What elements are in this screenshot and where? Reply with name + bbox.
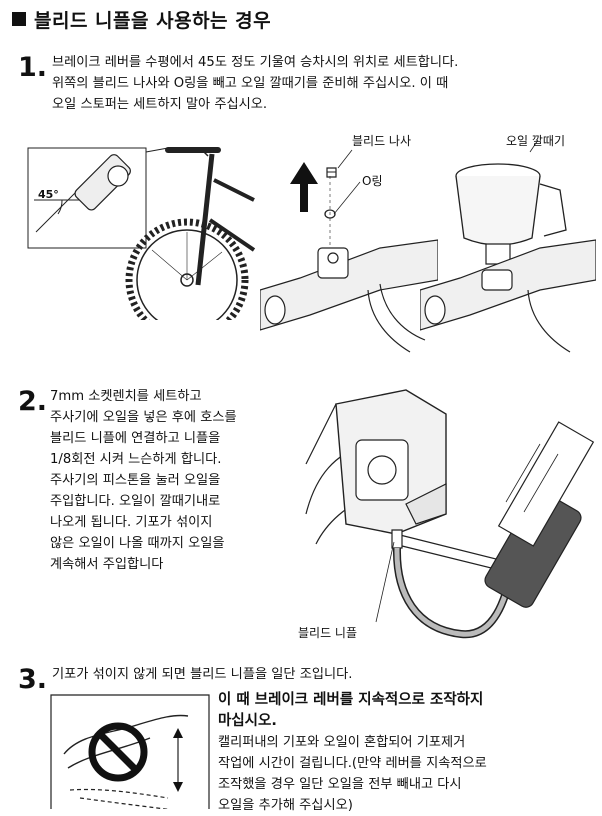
- step1-number: 1.: [18, 52, 48, 83]
- page-title-text: 블리드 니플을 사용하는 경우: [34, 10, 272, 32]
- step2-line: 주입합니다. 오일이 깔때기내로: [50, 494, 221, 509]
- oring-callout: O링: [362, 174, 383, 188]
- angle-label: 45°: [38, 188, 59, 201]
- step3-text: 기포가 섞이지 않게 되면 블리드 니플을 일단 조입니다.: [52, 664, 352, 685]
- detail-line: 조작했을 경우 일단 오일을 전부 빼내고 다시: [218, 777, 462, 792]
- warning-line: 마십시오.: [218, 713, 277, 729]
- step2-text: 7mm 소켓렌치를 세트하고 주사기에 오일을 넣은 후에 호스를 블리드 니플…: [50, 386, 237, 575]
- detail-line: 작업에 시간이 걸립니다.(만약 레버를 지속적으로: [218, 756, 487, 771]
- warning-line: 이 때 브레이크 레버를 지속적으로 조작하지: [218, 692, 484, 708]
- step1-line: 브레이크 레버를 수평에서 45도 정도 기울여 승차시의 위치로 세트합니다.: [52, 55, 459, 70]
- bleed-screw-removal-illustration: [260, 140, 438, 360]
- do-not-operate-lever-illustration: [50, 694, 210, 809]
- step2-line: 나오게 됩니다. 기포가 섞이지: [50, 515, 213, 530]
- step3-warning: 이 때 브레이크 레버를 지속적으로 조작하지 마십시오. 캘리퍼내의 기포와 …: [218, 690, 487, 816]
- step1-text: 브레이크 레버를 수평에서 45도 정도 기울여 승차시의 위치로 세트합니다.…: [52, 52, 458, 115]
- step1-line: 오일 스토퍼는 세트하지 말아 주십시오.: [52, 97, 268, 112]
- step2-line: 1/8회전 시켜 느슨하게 합니다.: [50, 452, 222, 467]
- caliper-syringe-illustration: [296, 384, 596, 654]
- oil-funnel-callout: 오일 깔때기: [506, 134, 566, 148]
- step3-line: 기포가 섞이지 않게 되면 블리드 니플을 일단 조입니다.: [52, 667, 353, 682]
- step2-line: 주사기의 피스톤을 눌러 오일을: [50, 473, 221, 488]
- bleed-screw-callout: 블리드 나사: [352, 134, 412, 148]
- step3-number: 3.: [18, 664, 48, 695]
- square-bullet-icon: [12, 12, 26, 26]
- step2-number: 2.: [18, 386, 48, 417]
- step1-line: 위쪽의 블리드 나사와 O링을 빼고 오일 깔때기를 준비해 주십시오. 이 때: [52, 76, 449, 91]
- detail-line: 오일을 추가해 주십시오): [218, 798, 353, 813]
- step2-line: 블리드 니플에 연결하고 니플을: [50, 431, 221, 446]
- step2-line: 계속해서 주입합니다: [50, 557, 164, 572]
- oil-funnel-illustration: [420, 140, 596, 360]
- detail-line: 캘리퍼내의 기포와 오일이 혼합되어 기포제거: [218, 735, 466, 750]
- step2-line: 주사기에 오일을 넣은 후에 호스를: [50, 410, 237, 425]
- bleed-nipple-callout: 블리드 니플: [298, 626, 358, 640]
- step2-line: 7mm 소켓렌치를 세트하고: [50, 389, 202, 404]
- page-title: 블리드 니플을 사용하는 경우: [12, 6, 271, 33]
- step2-line: 않은 오일이 나올 때까지 오일을: [50, 536, 225, 551]
- bike-lever-angle-illustration: [22, 140, 260, 320]
